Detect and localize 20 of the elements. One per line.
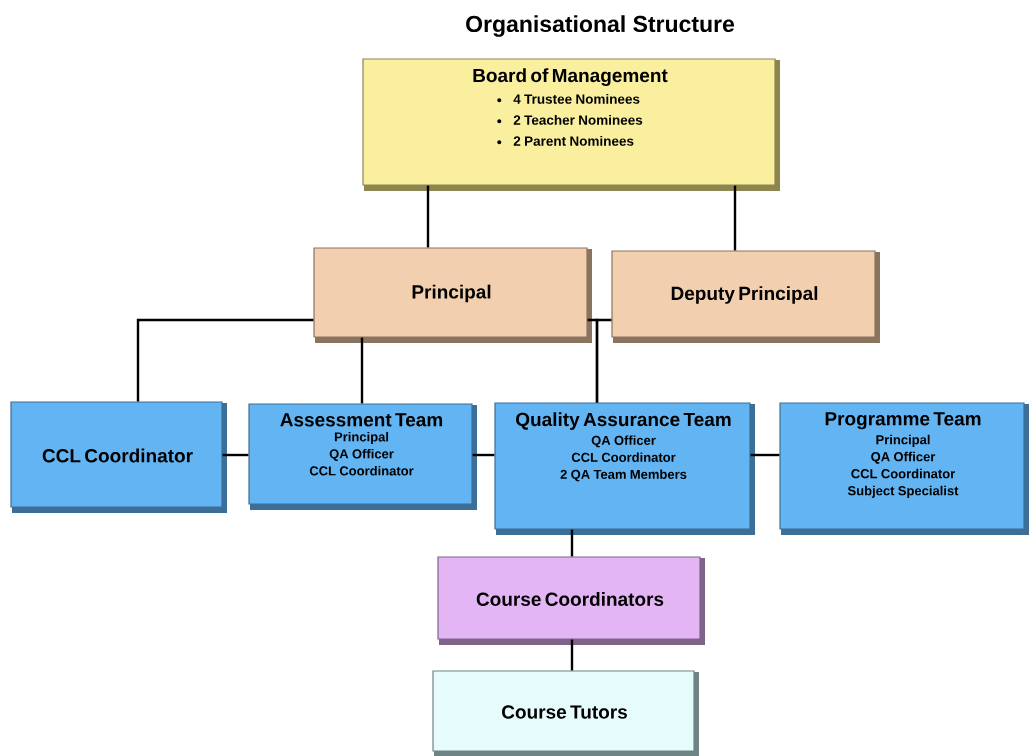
connector-line: [472, 453, 495, 457]
connector-line: [426, 185, 430, 248]
connector-line: [595, 318, 612, 403]
org-box: CCL Coordinator: [10, 401, 227, 513]
connector-line: [750, 453, 780, 457]
org-box: Board of Management 4 Trustee Nominees 2 Teacher Nominees 2 Parent Nominees: [362, 58, 780, 191]
org-box: Principal: [313, 247, 592, 343]
org-box: Course Tutors: [432, 670, 699, 756]
org-box: Assessment Team Principal QA Officer CCL Coordinator: [248, 403, 477, 510]
connector-line: [570, 639, 574, 671]
connector-line: [136, 318, 314, 402]
title: Organisational Structure: [466, 15, 735, 37]
org-box: Programme Team Principal QA Officer CCL Coordinator Subject Specialist: [779, 402, 1029, 535]
connector-line: [360, 337, 364, 404]
org-box: Deputy Principal: [611, 250, 880, 343]
connector-line: [733, 185, 737, 251]
connector-line: [570, 529, 574, 557]
connector-line: [222, 453, 249, 457]
org-box: Quality Assurance Team QA Officer CCL Coordinator 2 QA Team Members: [494, 402, 755, 535]
org-box: Course Coordinators: [437, 556, 705, 645]
